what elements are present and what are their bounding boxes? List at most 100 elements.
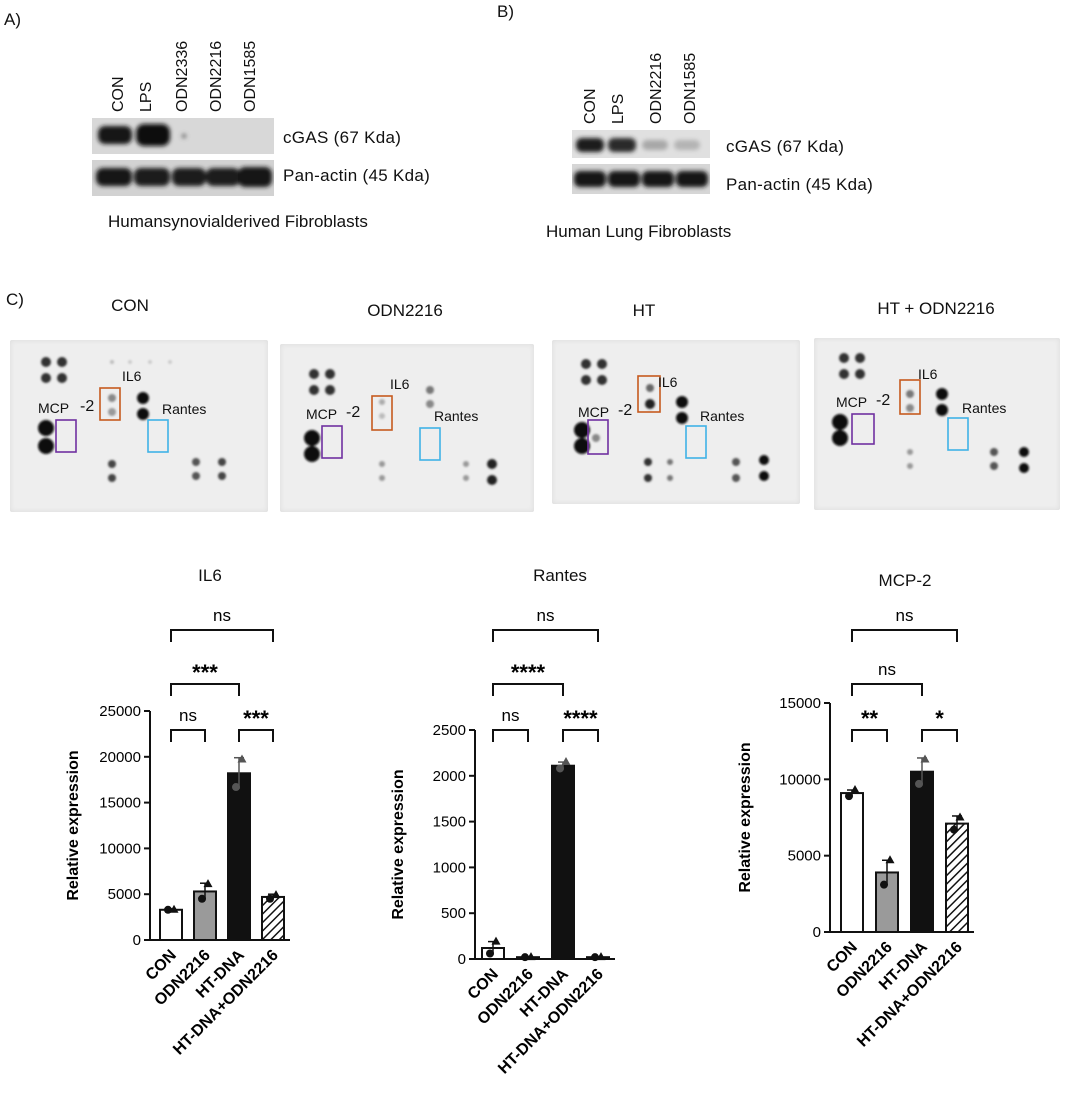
array-label-rantes: Rantes: [962, 400, 1007, 416]
array-label-mcp-suffix: -2: [618, 402, 633, 419]
chart-title: MCP-2: [878, 571, 932, 590]
array-spots: [38, 357, 226, 482]
y-tick-label: 5000: [788, 848, 821, 865]
data-point: [561, 757, 571, 766]
array-label-rantes: Rantes: [434, 408, 479, 424]
bar: [159, 908, 183, 942]
panel-a-lane-label: ODN2216: [208, 40, 225, 112]
y-axis-label: Relative expression: [390, 769, 407, 919]
chart-title: Rantes: [533, 566, 587, 585]
array-label-mcp: MCP: [836, 394, 868, 410]
data-point: [266, 894, 274, 903]
data-point: [591, 953, 599, 962]
array-label-mcp: MCP: [38, 400, 70, 416]
panel-a-lane-label: ODN2336: [174, 40, 191, 112]
significance-bracket: [921, 729, 958, 742]
y-tick-label: 10000: [99, 840, 141, 857]
significance-label: ns: [213, 606, 231, 625]
panel-a-blot-image: [92, 118, 274, 196]
panel-a-lane-label: ODN1585: [242, 40, 259, 112]
cytokine-array-con: IL6 MCP -2 Rantes: [10, 340, 268, 512]
panel-a-actin-label: Pan-actin (45 Kda): [283, 166, 431, 185]
panel-b-lane-label: ODN1585: [682, 52, 699, 124]
y-tick-label: 1000: [433, 859, 466, 876]
significance-label: ****: [511, 660, 546, 685]
array-label-mcp-suffix: -2: [80, 398, 95, 415]
array-label-rantes: Rantes: [700, 408, 745, 424]
array-title: HT + ODN2216: [877, 299, 995, 318]
y-tick-label: 20000: [99, 749, 141, 766]
data-point: [526, 952, 536, 961]
panel-b-lane-label: ODN2216: [648, 52, 665, 124]
y-tick-label: 15000: [779, 695, 821, 712]
significance-bracket: [562, 729, 599, 742]
data-point: [885, 855, 895, 864]
array-label-rantes: Rantes: [162, 401, 207, 417]
data-point: [950, 825, 958, 834]
cytokine-array-odn2216: IL6 MCP -2 Rantes: [280, 344, 534, 512]
significance-bracket: [170, 683, 240, 696]
array-label-il6: IL6: [658, 374, 678, 390]
chart-title: IL6: [198, 566, 222, 585]
data-point: [915, 779, 923, 788]
panel-b-lane-label: LPS: [610, 93, 627, 124]
bar: [551, 764, 575, 960]
panel-a-letter: A): [4, 10, 21, 29]
data-point: [491, 936, 501, 945]
data-point: [169, 904, 179, 913]
significance-label: *: [935, 706, 944, 731]
cytokine-array-ht: IL6 MCP -2 Rantes: [552, 340, 800, 504]
y-tick-label: 0: [813, 924, 821, 941]
y-tick-label: 15000: [99, 795, 141, 812]
data-point: [556, 764, 564, 773]
panel-a-cgas-label: cGAS (67 Kda): [283, 128, 402, 147]
significance-bracket: [492, 683, 564, 696]
y-tick-label: 500: [441, 905, 466, 922]
bar: [840, 792, 864, 933]
array-label-il6: IL6: [918, 366, 938, 382]
array-title: CON: [111, 296, 149, 315]
data-point: [164, 905, 172, 914]
array-spots: [574, 359, 769, 482]
significance-bracket: [492, 729, 529, 742]
data-point: [486, 949, 494, 958]
data-point: [271, 890, 281, 899]
y-tick-label: 25000: [99, 703, 141, 720]
array-label-mcp-suffix: -2: [876, 392, 891, 409]
array-label-mcp: MCP: [578, 404, 610, 420]
bar: [945, 822, 969, 934]
y-tick-label: 5000: [108, 886, 141, 903]
significance-bracket: [170, 629, 274, 642]
significance-label: ns: [896, 606, 914, 625]
array-label-il6: IL6: [390, 376, 410, 392]
y-tick-label: 1500: [433, 814, 466, 831]
panel-c-letter: C): [6, 290, 24, 309]
significance-label: ****: [563, 706, 598, 731]
panel-b-caption: Human Lung Fibroblasts: [546, 222, 732, 241]
significance-bracket: [851, 683, 923, 696]
significance-label: ns: [878, 660, 896, 679]
data-point: [198, 894, 206, 903]
panel-b-cgas-label: cGAS (67 Kda): [726, 137, 845, 156]
bar: [910, 770, 934, 933]
array-spots: [832, 353, 1029, 473]
significance-bracket: [238, 729, 274, 742]
y-tick-label: 2500: [433, 722, 466, 739]
data-point: [237, 754, 247, 763]
panel-b-blot-image: [572, 130, 710, 194]
array-label-mcp: MCP: [306, 406, 338, 422]
data-point: [203, 879, 213, 888]
panel-b-letter: B): [497, 2, 514, 21]
panel-a-lane-label: CON: [110, 76, 127, 112]
data-point: [955, 812, 965, 821]
data-point: [920, 754, 930, 763]
significance-label: ns: [179, 706, 197, 725]
data-point: [596, 952, 606, 961]
panel-a-lane-label: LPS: [138, 81, 155, 112]
y-tick-label: 10000: [779, 771, 821, 788]
bar: [227, 772, 251, 941]
significance-bracket: [492, 629, 599, 642]
